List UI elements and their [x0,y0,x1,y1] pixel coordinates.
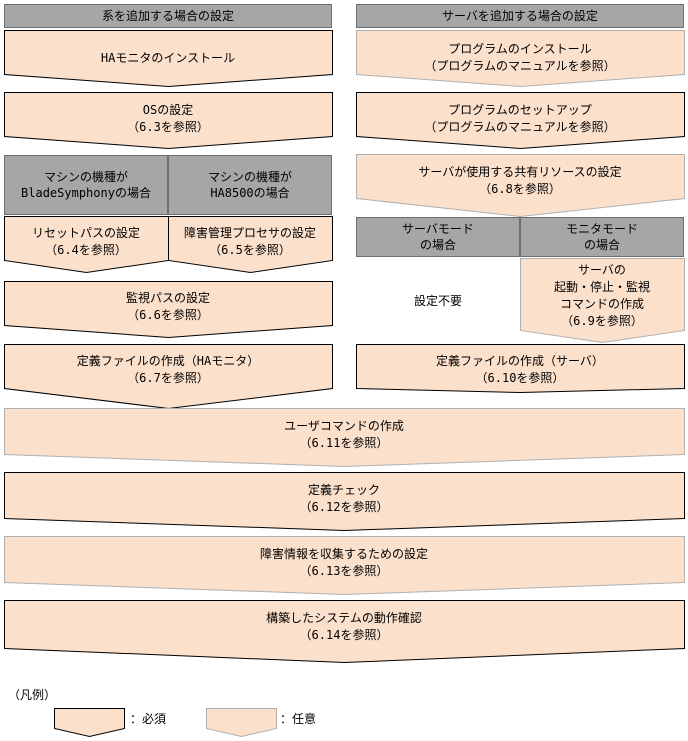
branch-header-bladesymphony: マシンの機種が BladeSymphonyの場合 [4,155,168,215]
legend-optional-label: ：任意 [280,712,317,726]
shape-definition-file-server [356,344,685,394]
no-setting-note: 設定不要 [413,293,462,308]
shape-program-setup [356,92,685,150]
branch-header-server-mode: サーバモード の場合 [356,217,520,257]
legend-title: （凡例） [8,688,57,702]
shape-ha-monitor-install [4,30,333,88]
shape-reset-path [4,216,169,274]
shape-system-verification [4,600,685,664]
shape-fault-processor [168,216,333,274]
shape-monitor-path [4,281,333,339]
shape-os-setting [4,92,333,150]
left-column-header: 系を追加する場合の設定 [4,4,332,28]
shape-definition-check [4,472,685,532]
shape-definition-file-ha [4,344,333,410]
shape-shared-resource [356,154,685,218]
shape-fault-info-setting [4,536,685,596]
shape-user-command [4,408,685,468]
branch-header-ha8500: マシンの機種が HA8500の場合 [168,155,332,215]
right-column-header: サーバを追加する場合の設定 [356,4,684,28]
branch-header-monitor-mode: モニタモード の場合 [520,217,684,257]
legend-required-swatch [54,708,125,738]
legend-optional-swatch [206,708,277,738]
legend-required-label: ：必須 [130,712,167,726]
shape-server-commands [520,258,685,344]
shape-program-install [356,30,685,88]
